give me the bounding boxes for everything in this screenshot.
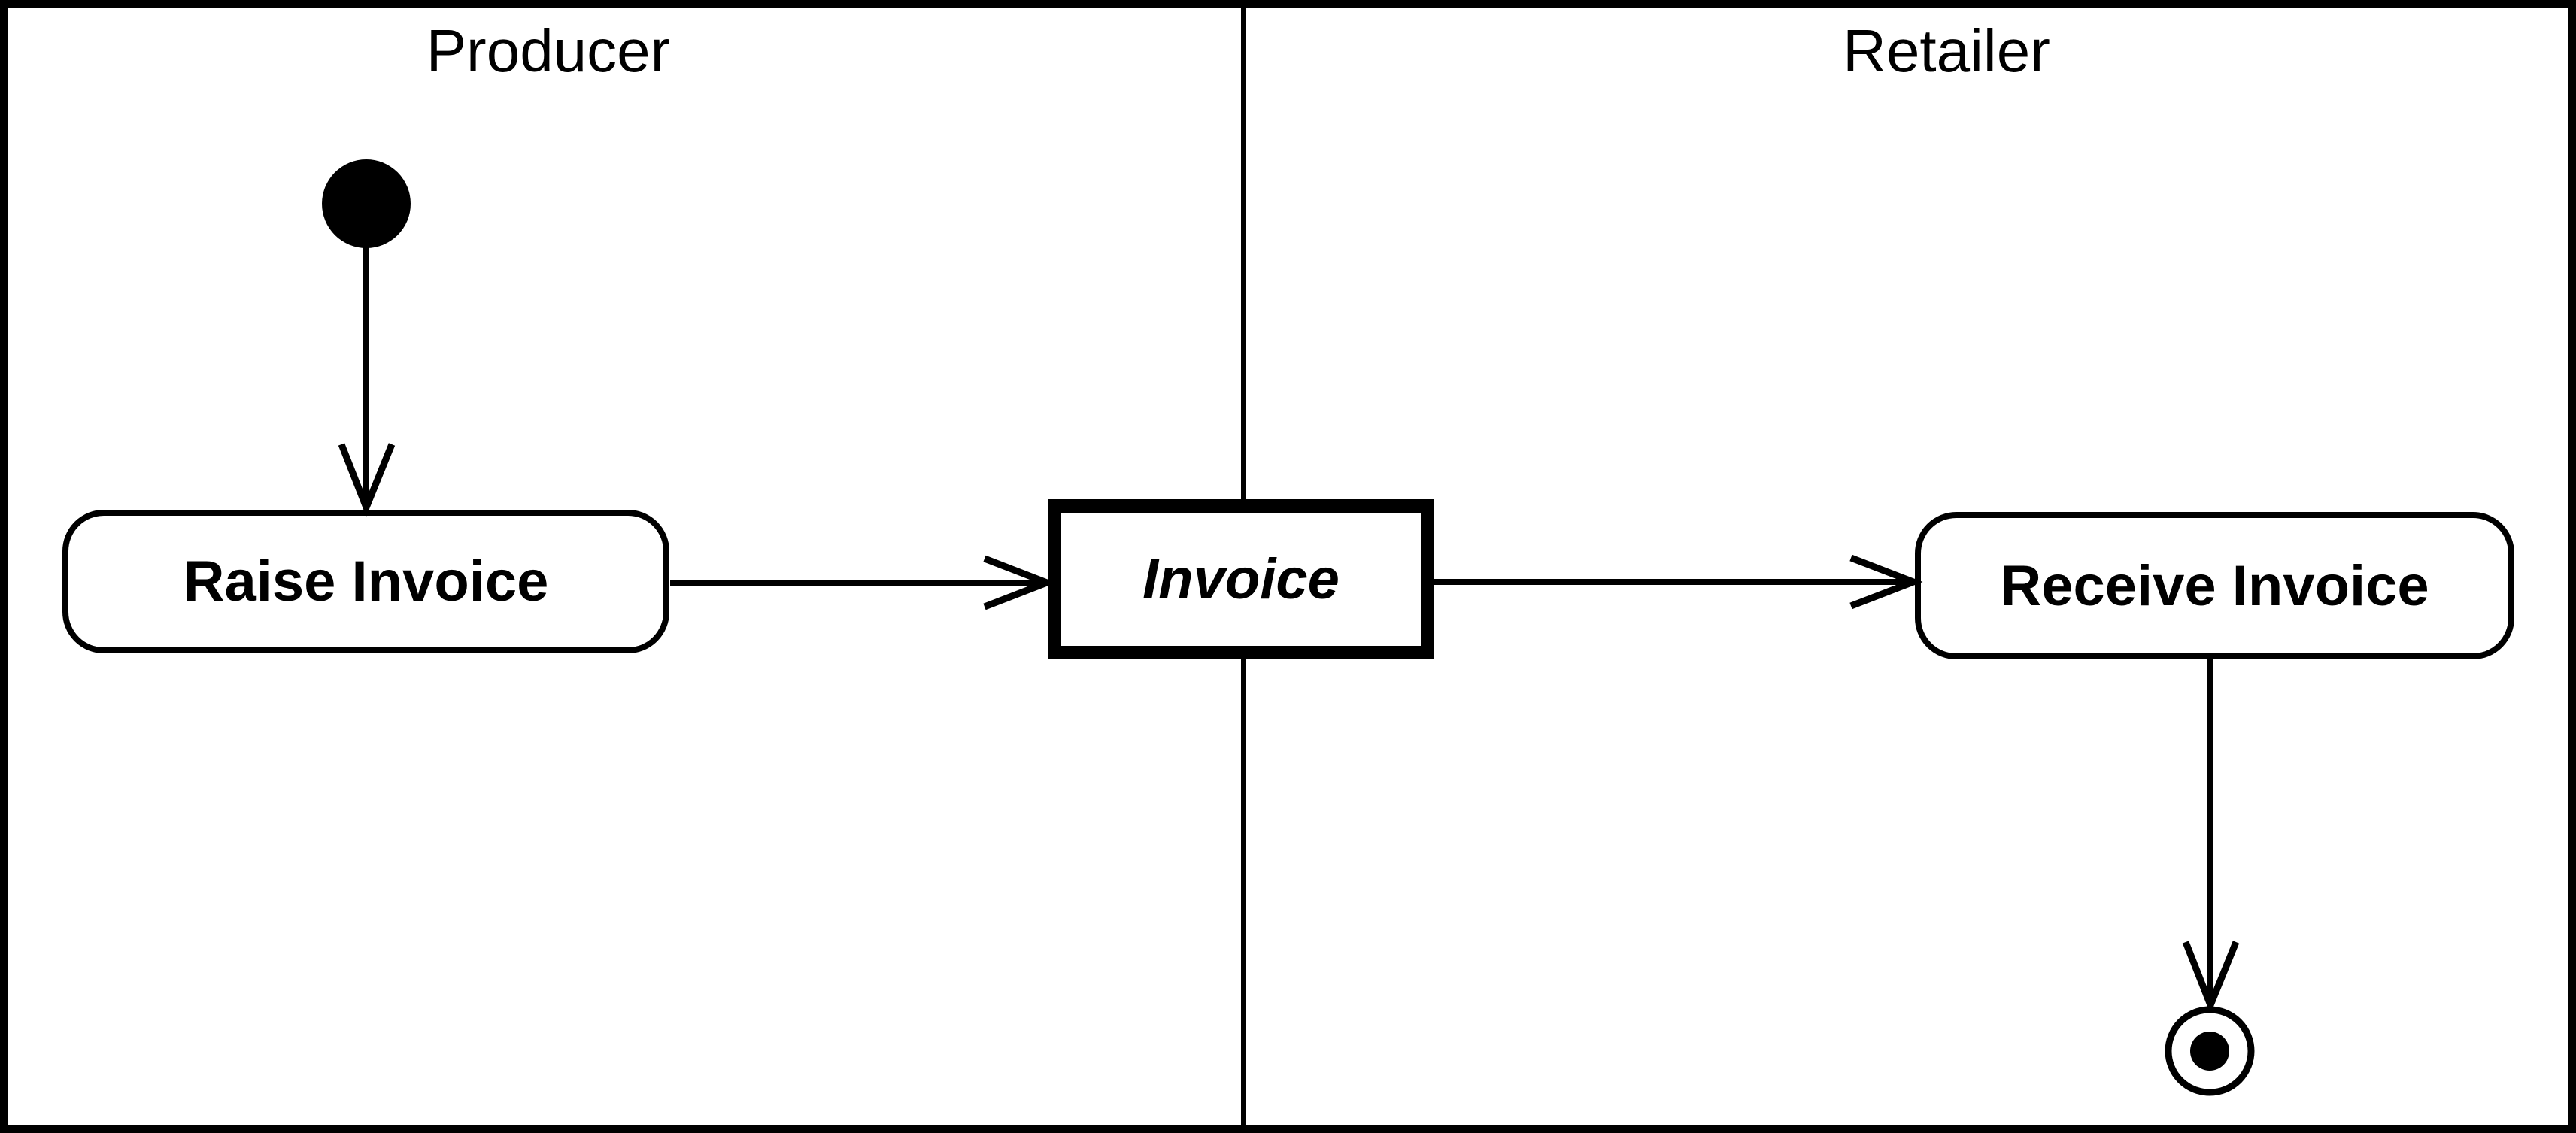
arrowhead-right-icon: [983, 555, 1057, 610]
final-state-node[interactable]: [2165, 1006, 2255, 1096]
object-label-invoice: Invoice: [1142, 547, 1340, 611]
object-node-invoice[interactable]: Invoice: [1048, 499, 1434, 659]
arrowhead-down-icon: [2182, 941, 2240, 1015]
initial-state-node[interactable]: [322, 159, 411, 248]
edge-raise-invoice-to-invoice: [670, 555, 1057, 610]
edge-initial-to-raise-invoice: [338, 247, 396, 517]
final-state-dot-icon: [2190, 1032, 2229, 1071]
action-label-receive-invoice: Receive Invoice: [2000, 553, 2429, 618]
action-node-raise-invoice[interactable]: Raise Invoice: [62, 510, 669, 653]
lane-title-retailer: Retailer: [1843, 17, 2050, 84]
arrowhead-right-icon: [1849, 554, 1923, 610]
edge-invoice-to-receive-invoice: [1434, 554, 1923, 610]
action-node-receive-invoice[interactable]: Receive Invoice: [1915, 512, 2514, 659]
lane-title-producer: Producer: [426, 17, 671, 84]
edge-receive-invoice-to-final: [2182, 659, 2240, 1015]
arrowhead-down-icon: [338, 443, 396, 517]
action-label-raise-invoice: Raise Invoice: [183, 550, 549, 613]
